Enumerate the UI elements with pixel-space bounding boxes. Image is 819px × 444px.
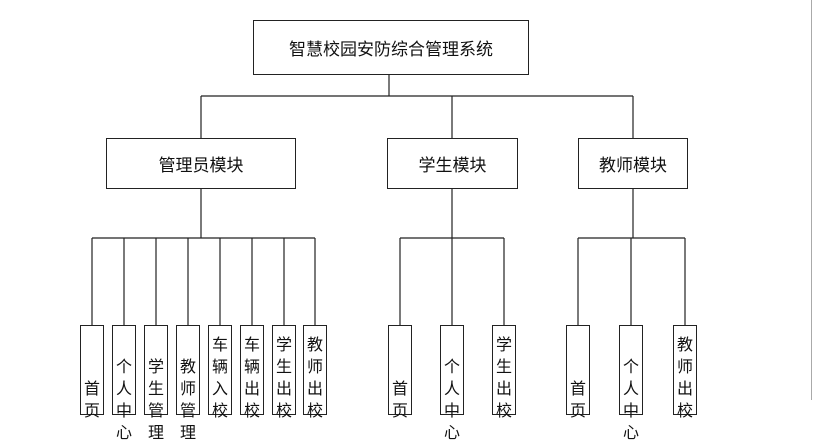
admin-leaf-teacher-mgmt: 教师管理 xyxy=(176,325,200,442)
admin-leaf-home: 首页 xyxy=(80,325,104,420)
admin-leaf-student-mgmt: 学生管理 xyxy=(144,325,168,442)
teacher-leaf-home: 首页 xyxy=(566,325,590,420)
student-leaf-profile: 个人中心 xyxy=(440,325,464,442)
admin-leaf-student-out: 学生出校 xyxy=(272,325,296,420)
page-edge-divider xyxy=(811,0,819,400)
teacher-module-node: 教师模块 xyxy=(578,138,688,189)
teacher-leaf-teacher-out: 教师出校 xyxy=(673,325,697,420)
admin-leaf-vehicle-out: 车辆出校 xyxy=(240,325,264,420)
student-leaf-home: 首页 xyxy=(388,325,412,420)
admin-leaf-teacher-out: 教师出校 xyxy=(303,325,327,420)
admin-leaf-profile: 个人中心 xyxy=(112,325,136,442)
admin-leaf-vehicle-in: 车辆入校 xyxy=(208,325,232,420)
hierarchy-connectors xyxy=(91,75,686,325)
student-leaf-student-out: 学生出校 xyxy=(492,325,516,420)
teacher-leaf-profile: 个人中心 xyxy=(619,325,643,442)
root-node: 智慧校园安防综合管理系统 xyxy=(253,20,529,75)
student-module-node: 学生模块 xyxy=(387,138,518,189)
admin-module-node: 管理员模块 xyxy=(106,138,296,189)
